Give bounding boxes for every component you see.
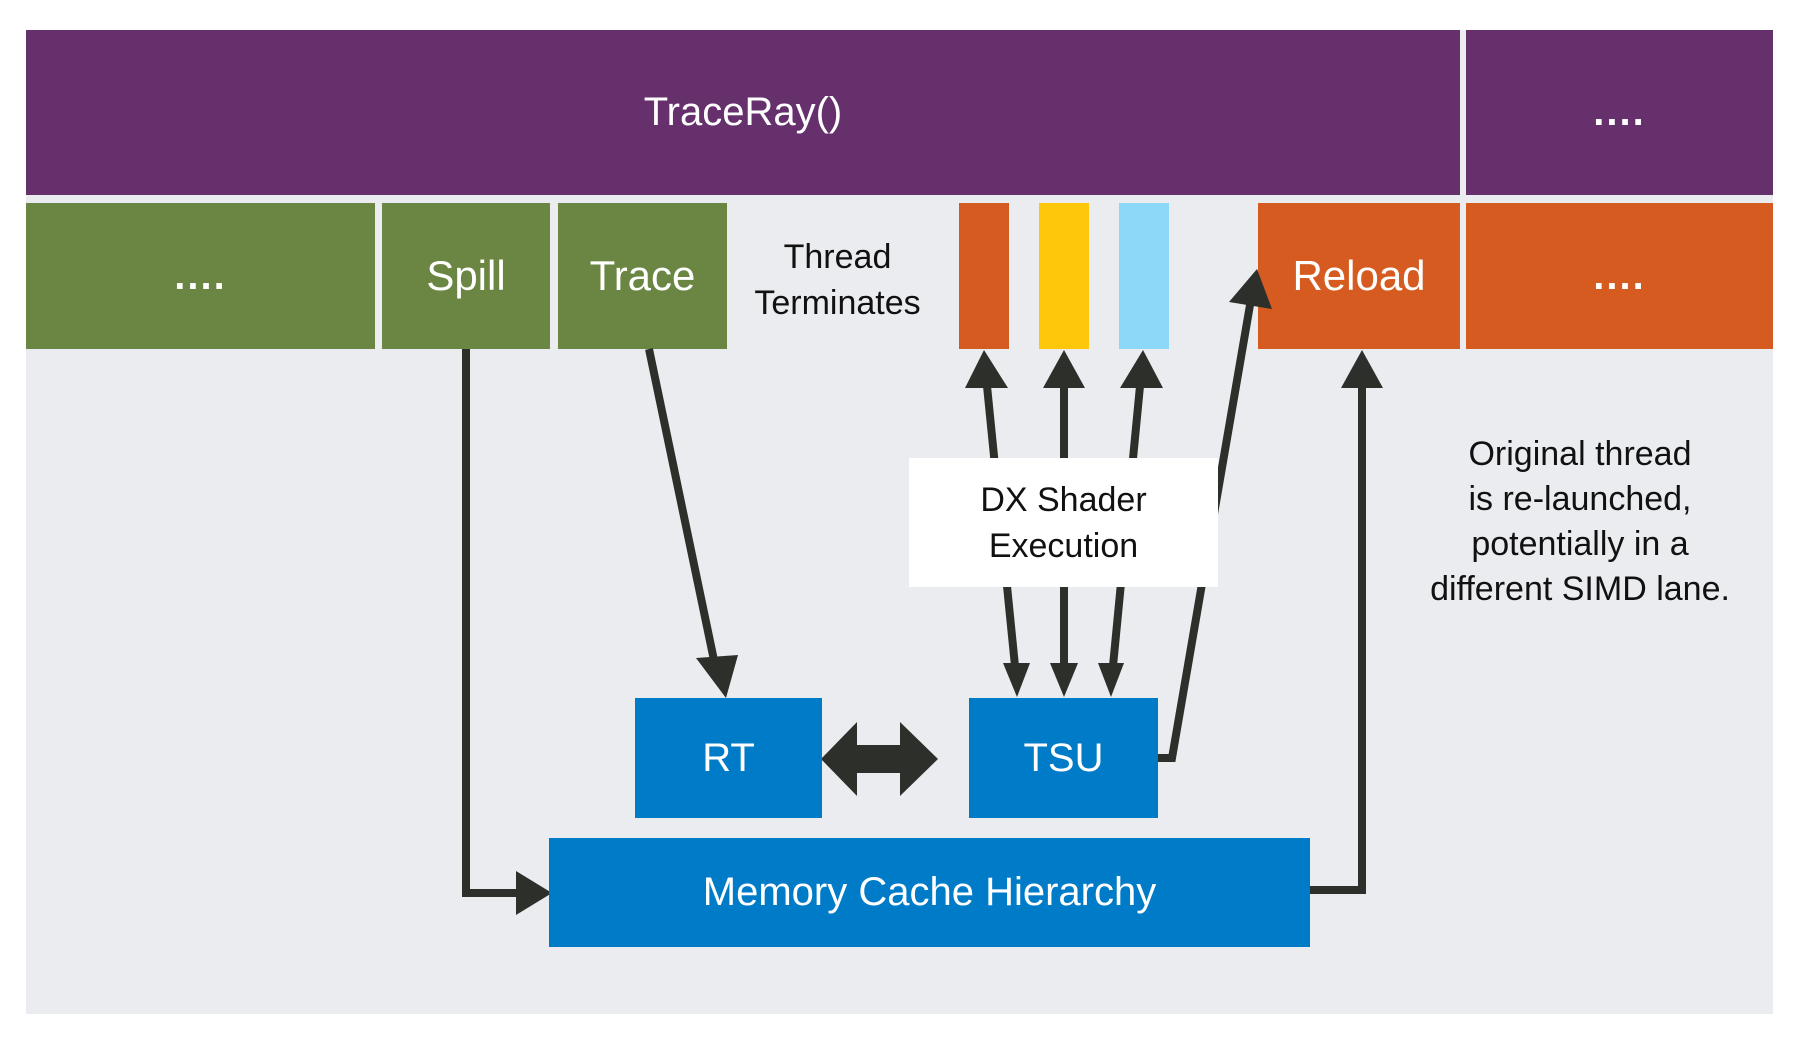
tsu-block: TSU [969,698,1158,818]
traceray-continuation-block: .... [1466,30,1773,195]
shader-bar-2 [1039,203,1089,349]
tsu-label: TSU [1023,735,1104,780]
shader-bar-3 [1119,203,1169,349]
continuation-dots: .... [1593,90,1646,134]
reload-label: Reload [1292,252,1426,299]
shader-bar-1 [959,203,1009,349]
note-line-3: potentially in a [1471,525,1689,563]
rt-block: RT [635,698,822,818]
rt-label: RT [702,735,755,780]
pre-dots: .... [174,253,227,298]
thread-terminates-line2: Terminates [754,284,921,322]
post-dots: .... [1593,253,1646,298]
dx-shader-line2: Execution [988,526,1139,565]
note-line-1: Original thread [1468,435,1692,473]
trace-label: Trace [589,252,696,299]
pre-block: .... [26,203,375,349]
traceray-label: TraceRay() [643,90,843,134]
reload-block: Reload [1258,203,1460,349]
memory-label: Memory Cache Hierarchy [702,870,1157,914]
thread-terminates-label: Thread Terminates [730,234,945,326]
thread-terminates-line1: Thread [783,238,892,276]
trace-block: Trace [558,203,727,349]
note-line-2: is re-launched, [1468,480,1692,518]
dx-shader-line1: DX Shader [980,480,1147,519]
memory-cache-hierarchy-block: Memory Cache Hierarchy [549,838,1310,947]
dx-shader-execution-box: DX Shader Execution [909,458,1218,587]
traceray-block: TraceRay() [26,30,1460,195]
note-line-4: different SIMD lane. [1430,570,1730,608]
post-block: .... [1466,203,1773,349]
relaunch-note: Original thread is re-launched, potentia… [1400,432,1760,612]
spill-block: Spill [382,203,550,349]
spill-label: Spill [426,252,506,299]
